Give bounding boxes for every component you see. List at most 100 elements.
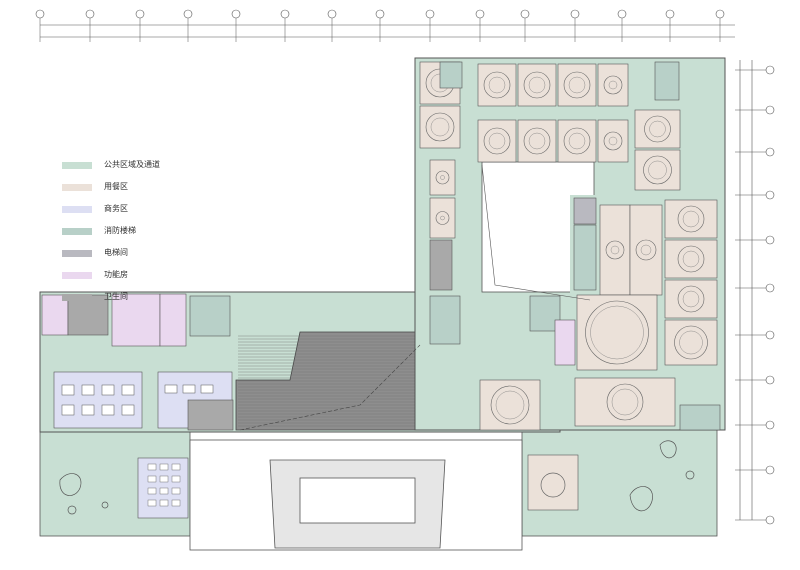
legend-label-public: 公共区域及通道 <box>104 160 160 169</box>
dining-table <box>644 115 671 143</box>
dining-room <box>479 379 541 431</box>
desk <box>171 499 181 507</box>
dining-room <box>664 239 718 279</box>
legend-swatch-business <box>62 206 92 213</box>
north-east-stair <box>654 61 680 101</box>
top-axis-circle <box>425 9 435 19</box>
desk <box>147 499 157 507</box>
desk <box>81 404 95 416</box>
right-axis-markers <box>735 65 775 525</box>
dining-table <box>563 71 591 99</box>
desk <box>147 475 157 483</box>
dining-room <box>664 279 718 319</box>
dining-table-inner <box>440 215 445 221</box>
legend-item-toilet: 卫生间 <box>62 290 202 312</box>
right-axis-circle <box>765 190 775 200</box>
legend-item-elevator: 电梯间 <box>62 246 202 268</box>
dining-table-inner <box>528 76 546 94</box>
desk <box>61 384 75 396</box>
right-axis-circle <box>765 330 775 340</box>
dining-room <box>629 204 663 296</box>
desk <box>159 475 169 483</box>
dining-table-inner <box>682 290 700 308</box>
right-axis-circle <box>765 65 775 75</box>
legend-item-stair: 消防楼梯 <box>62 224 202 246</box>
east-toilet <box>554 319 576 366</box>
legend-swatch-function <box>62 272 92 279</box>
dining-table <box>490 385 530 425</box>
south-east-stair <box>679 404 721 431</box>
dining-table-inner <box>682 210 700 228</box>
top-axis-circle <box>183 9 193 19</box>
desk <box>159 487 169 495</box>
top-axis-circle <box>617 9 627 19</box>
desk <box>121 384 135 396</box>
west-function-room <box>41 294 69 336</box>
dining-room <box>477 63 517 107</box>
dining-room <box>429 159 456 196</box>
legend-swatch-public <box>62 162 92 169</box>
desk <box>61 404 75 416</box>
dining-table-inner <box>528 132 546 150</box>
dining-room <box>597 63 629 107</box>
dining-table <box>483 127 511 155</box>
dining-table <box>677 245 705 273</box>
dining-table-inner <box>648 160 667 180</box>
terrace-table <box>540 472 566 498</box>
dining-table <box>435 211 450 225</box>
west-wing-toilet <box>429 239 453 291</box>
dining-table-inner <box>608 136 618 146</box>
desk <box>159 463 169 471</box>
dining-table-inner <box>679 330 703 355</box>
desk <box>147 463 157 471</box>
desk <box>159 499 169 507</box>
dining-table <box>677 285 705 313</box>
legend-swatch-toilet <box>62 294 92 301</box>
right-axis-circle <box>765 420 775 430</box>
dining-table-inner <box>430 117 450 137</box>
dining-table-inner <box>488 132 506 150</box>
desk <box>147 487 157 495</box>
top-dimension-line <box>40 24 735 38</box>
desk <box>101 384 115 396</box>
right-dimension-line <box>739 60 753 520</box>
dining-table-inner <box>440 175 445 180</box>
dining-room <box>517 63 557 107</box>
top-axis-circle <box>35 9 45 19</box>
desk <box>164 384 178 394</box>
legend-item-dining: 用餐区 <box>62 180 202 202</box>
dining-rooms <box>419 61 718 431</box>
top-axis-circle <box>665 9 675 19</box>
dining-table <box>603 131 623 151</box>
top-axis-circle <box>520 9 530 19</box>
west-business-hall-1 <box>53 371 143 429</box>
dining-room <box>664 199 718 239</box>
top-axis-circle <box>715 9 725 19</box>
dining-table-inner <box>608 80 618 90</box>
desk <box>121 404 135 416</box>
legend-item-business: 商务区 <box>62 202 202 224</box>
dining-room <box>574 377 676 427</box>
dining-room <box>557 119 597 163</box>
mid-elevator <box>573 197 597 225</box>
dining-table-inner <box>488 76 506 94</box>
legend-item-function: 功能房 <box>62 268 202 290</box>
desk <box>200 384 214 394</box>
dining-room <box>576 294 658 371</box>
dining-table-inner <box>568 132 586 150</box>
dining-room <box>664 319 718 366</box>
west-toilet <box>67 294 109 336</box>
dining-table <box>605 240 625 260</box>
legend-label-toilet: 卫生间 <box>104 292 128 301</box>
legend-label-function: 功能房 <box>104 270 128 279</box>
dining-table <box>677 205 705 233</box>
dining-room <box>557 63 597 107</box>
dining-table <box>603 75 623 95</box>
right-axis-circle <box>765 283 775 293</box>
right-axis-circle <box>765 465 775 475</box>
top-axis-circle <box>375 9 385 19</box>
top-axis-circle <box>327 9 337 19</box>
dining-table-inner <box>568 76 586 94</box>
entrance-canopy <box>189 439 523 551</box>
